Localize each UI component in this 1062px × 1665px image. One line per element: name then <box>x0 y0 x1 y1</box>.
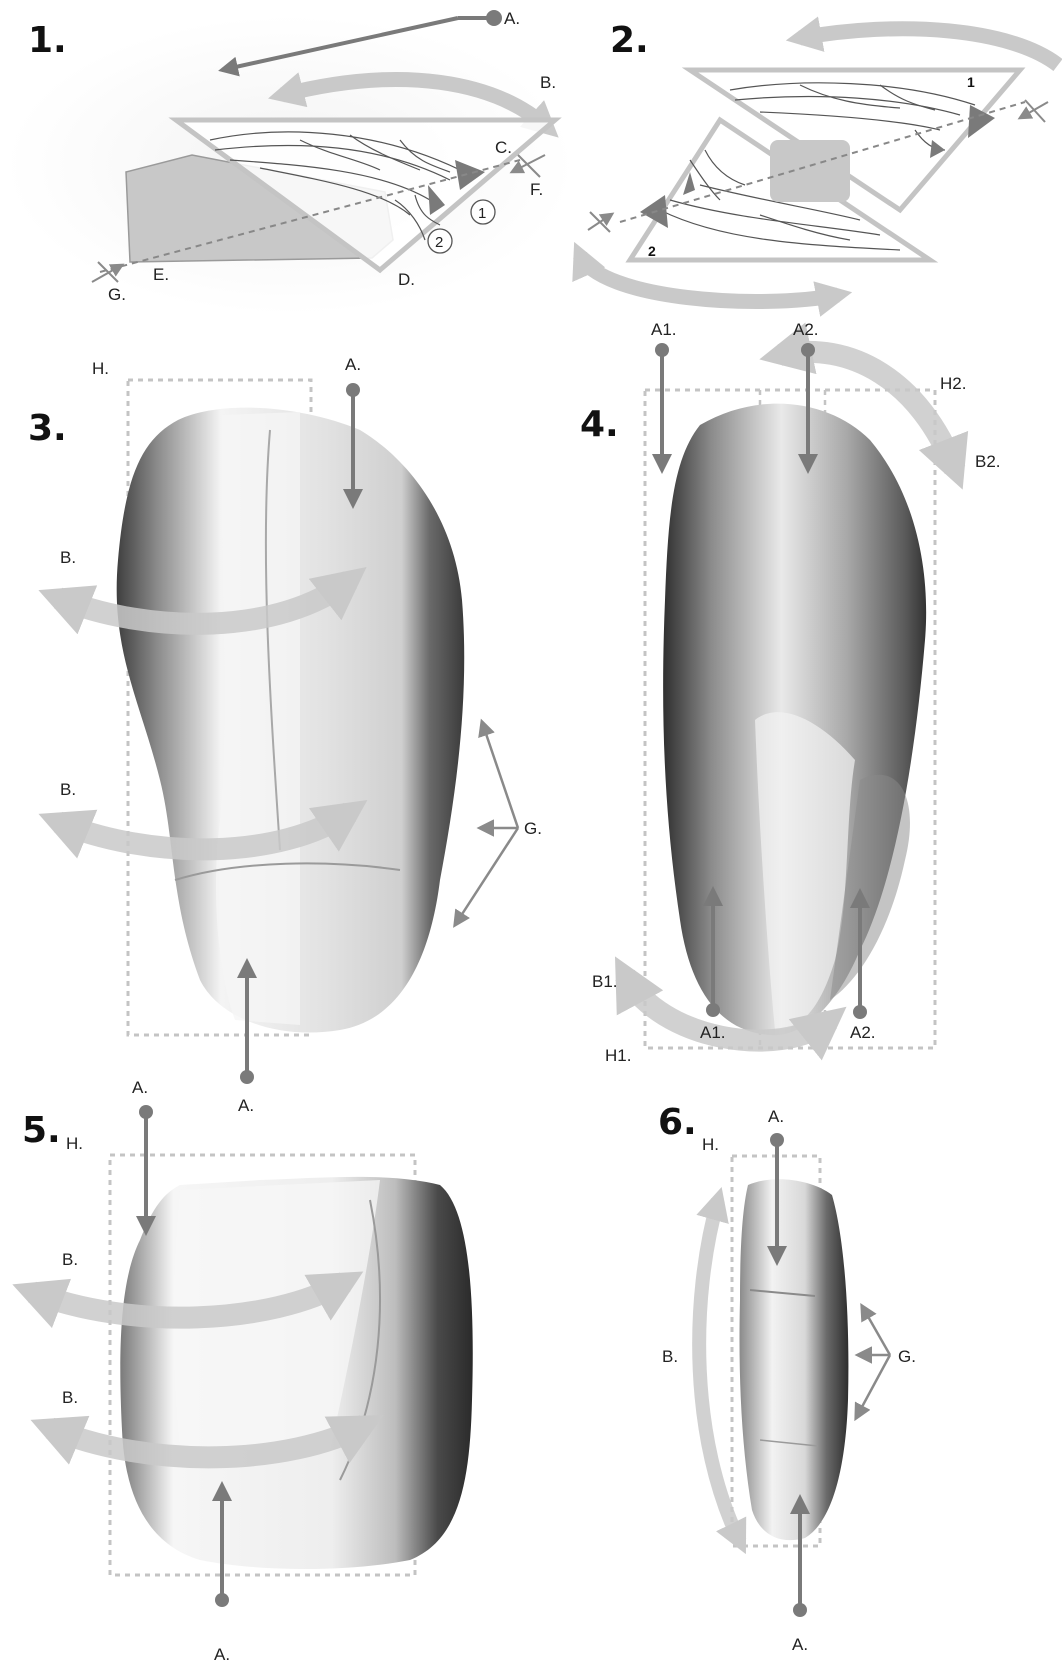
panel-4-arrow-a1-top-knob <box>655 343 669 357</box>
panel-6-label-a-top: A. <box>768 1107 784 1126</box>
panel-4-label-a1-top: A1. <box>651 320 677 339</box>
panel-2-core-block <box>770 140 850 202</box>
panel-3-central-scar <box>216 412 300 1025</box>
panel-5-label-a-top: A. <box>132 1078 148 1097</box>
panel-5-label-h: H. <box>66 1134 83 1153</box>
panel-5-label-b-lower: B. <box>62 1388 78 1407</box>
panel-5-label-b-upper: B. <box>62 1250 78 1269</box>
panel-3-label-b-upper: B. <box>60 548 76 567</box>
panel-6-label-a-bottom: A. <box>792 1635 808 1654</box>
panel-5-label-a-bottom: A. <box>214 1645 230 1664</box>
panel-1-arrow-a-knob <box>486 10 502 26</box>
panel-6-artifact <box>740 1179 849 1540</box>
panel-3-number: 3. <box>28 408 67 449</box>
panel-6-ventral-angle-arrows-g <box>856 1306 890 1418</box>
panel-3-label-a-top: A. <box>345 355 361 374</box>
panel-1-step-1-label: 1 <box>478 205 486 222</box>
panel-6-arrow-a-top-knob <box>770 1133 784 1147</box>
panel-4-arrow-a1-bottom-knob <box>706 1003 720 1017</box>
panel-5-arrow-a-top-knob <box>139 1105 153 1119</box>
panel-6: 6. A. H. B. G. A. <box>658 1102 916 1654</box>
panel-1-label-c: C. <box>495 138 512 157</box>
panel-6-arrow-a-bottom-knob <box>793 1603 807 1617</box>
panel-3-ventral-angle-arrows-g <box>455 722 518 925</box>
panel-6-label-b: B. <box>662 1347 678 1366</box>
panel-4: 4. A1. A2. H2. B2. B1. A1. A2. H1. <box>580 320 1001 1065</box>
panel-4-label-b1: B1. <box>592 972 618 991</box>
panel-4-label-h1: H1. <box>605 1046 631 1065</box>
panel-6-label-h: H. <box>702 1135 719 1154</box>
panel-3-label-b-lower: B. <box>60 780 76 799</box>
panel-4-label-b2: B2. <box>975 452 1001 471</box>
panel-1-label-a: A. <box>504 9 520 28</box>
panel-4-number: 4. <box>580 404 619 445</box>
panel-4-label-a2-top: A2. <box>793 320 819 339</box>
panel-2-step-2-label: 2 <box>648 243 656 259</box>
panel-3-arrow-a-bottom-knob <box>240 1070 254 1084</box>
panel-4-arrow-a2-bottom-knob <box>853 1005 867 1019</box>
panel-2-crossed-arrow-right <box>1020 100 1048 122</box>
panel-1-label-d: D. <box>398 270 415 289</box>
panel-1-label-e: E. <box>153 265 169 284</box>
panel-4-label-a1-bottom: A1. <box>700 1023 726 1042</box>
panel-4-arrow-a2-top-knob <box>801 343 815 357</box>
panel-4-label-a2-bottom: A2. <box>850 1023 876 1042</box>
panel-2: 2. <box>580 20 1058 302</box>
panel-2-number: 2. <box>610 20 649 61</box>
panel-1: 1. <box>5 9 575 315</box>
panel-5: 5. A. H. B. B. A. <box>22 1078 473 1664</box>
panel-6-label-g: G. <box>898 1347 916 1366</box>
panel-2-rotation-arrow-top <box>800 29 1058 65</box>
panel-1-label-f: F. <box>530 180 543 199</box>
panel-3-arrow-a-top-knob <box>346 383 360 397</box>
panel-5-arrow-a-bottom-knob <box>215 1593 229 1607</box>
panel-6-number: 6. <box>658 1102 697 1143</box>
panel-3: 3. H. A. A. B. B. G. <box>28 355 542 1115</box>
panel-1-label-b: B. <box>540 73 556 92</box>
panel-2-crossed-arrow-left <box>588 212 612 232</box>
panel-3-label-a-bottom: A. <box>238 1096 254 1115</box>
panel-3-label-h: H. <box>92 359 109 378</box>
panel-2-step-1-label: 1 <box>967 74 975 90</box>
panel-5-number: 5. <box>22 1110 61 1151</box>
panel-3-label-g: G. <box>524 819 542 838</box>
panel-1-label-g: G. <box>108 285 126 304</box>
panel-1-number: 1. <box>28 20 67 61</box>
panel-1-step-2-label: 2 <box>435 234 443 251</box>
panel-6-rotation-arrow-b <box>699 1200 740 1542</box>
panel-4-label-h2: H2. <box>940 374 966 393</box>
